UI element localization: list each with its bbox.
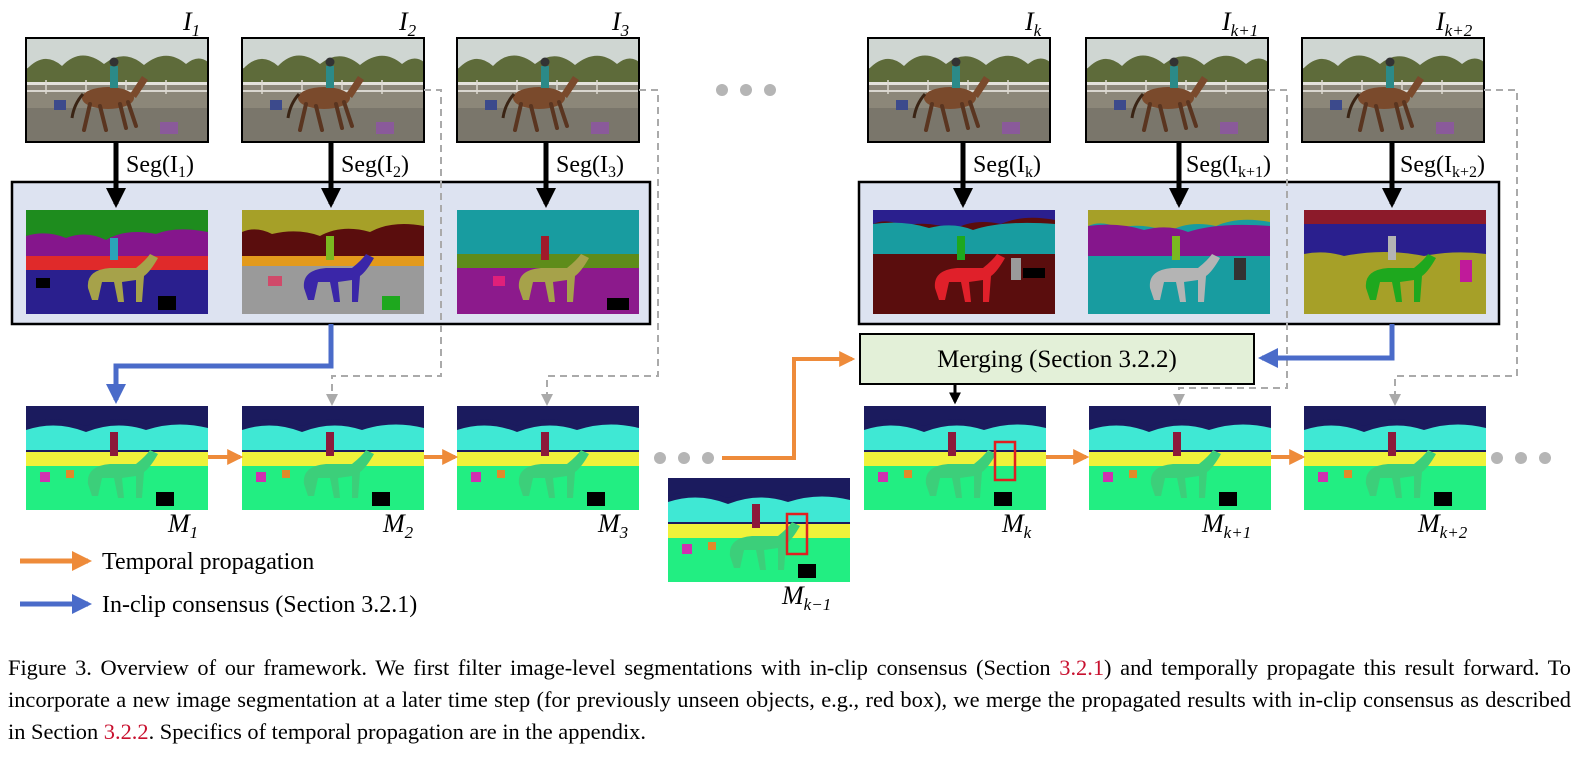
frame-label-ik1: Ik+1 bbox=[1221, 7, 1258, 40]
framework-diagram: I1 I2 I3 Ik Ik+1 Ik+2 Seg(I1) Seg(I2) Se… bbox=[10, 7, 1551, 618]
red-box-mk-1 bbox=[785, 512, 809, 556]
segmentation-map-3 bbox=[457, 210, 639, 314]
mask-mk2 bbox=[1304, 406, 1486, 510]
mask-mk-1 bbox=[668, 478, 850, 582]
mask-label-m1: M1 bbox=[167, 509, 198, 542]
mask-m2 bbox=[242, 406, 424, 510]
mask-label-mk1: Mk+1 bbox=[1201, 509, 1251, 542]
frame-label-ik2: Ik+2 bbox=[1435, 7, 1473, 40]
seg-label-2: Seg(I2) bbox=[341, 152, 409, 181]
mask-label-mk-1: Mk−1 bbox=[781, 581, 831, 614]
segmentation-map-1 bbox=[26, 210, 208, 314]
frame-ik bbox=[866, 36, 1052, 144]
mask-m3 bbox=[457, 406, 639, 510]
frame-label-i2: I2 bbox=[398, 7, 417, 40]
ellipsis-top bbox=[716, 84, 776, 96]
dashed-arrow-i2-to-m2 bbox=[326, 89, 442, 406]
caption-ref-section-3-2-2[interactable]: 3.2.2 bbox=[103, 719, 149, 744]
mask-label-m3: M3 bbox=[597, 509, 628, 542]
frame-i1 bbox=[24, 36, 210, 144]
seg-label-k2: Seg(Ik+2) bbox=[1400, 152, 1485, 181]
ellipsis-mask-end bbox=[1491, 452, 1551, 464]
frame-ik1 bbox=[1084, 36, 1270, 144]
seg-label-1: Seg(I1) bbox=[126, 152, 194, 181]
merging-label: Merging (Section 3.2.2) bbox=[937, 346, 1177, 373]
mask-mk bbox=[864, 406, 1046, 510]
frame-label-i3: I3 bbox=[611, 7, 629, 40]
caption-part-3: . Specifics of temporal propagation are … bbox=[148, 719, 646, 744]
caption-ref-section-3-2-1[interactable]: 3.2.1 bbox=[1059, 655, 1105, 680]
legend-temporal-label: Temporal propagation bbox=[102, 549, 314, 575]
ellipsis-mask-middle bbox=[654, 452, 714, 464]
frame-i2 bbox=[240, 36, 426, 144]
legend-consensus-label: In-clip consensus (Section 3.2.1) bbox=[102, 592, 417, 618]
mask-m1 bbox=[26, 406, 208, 510]
segmentation-map-2 bbox=[242, 210, 424, 314]
seg-label-k1: Seg(Ik+1) bbox=[1186, 152, 1271, 181]
seg-label-k: Seg(Ik) bbox=[973, 152, 1041, 181]
mask-label-m2: M2 bbox=[382, 509, 414, 542]
segmentation-map-k2 bbox=[1304, 210, 1486, 314]
consensus-arrow-left bbox=[106, 324, 334, 404]
mask-label-mk: Mk bbox=[1001, 509, 1032, 542]
segmentation-map-k1 bbox=[1088, 210, 1270, 314]
segmentation-map-k bbox=[873, 210, 1055, 314]
caption-part-2: ) and temporally propagate this result f… bbox=[8, 655, 1571, 744]
frame-i3 bbox=[455, 36, 641, 144]
red-box-mk bbox=[993, 440, 1017, 482]
caption-part-1: Figure 3. Overview of our framework. We … bbox=[8, 655, 1060, 680]
legend: Temporal propagation In-clip consensus (… bbox=[20, 549, 417, 618]
consensus-arrow-right bbox=[1258, 324, 1395, 368]
mask-mk1 bbox=[1089, 406, 1271, 510]
figure-caption: Figure 3. Overview of our framework. We … bbox=[8, 652, 1571, 748]
frame-label-i1: I1 bbox=[182, 7, 200, 40]
propagation-arrow-to-merging bbox=[722, 351, 856, 460]
merging-box bbox=[859, 333, 1255, 385]
dashed-arrow-ik1-to-mk1 bbox=[1173, 89, 1288, 406]
frame-ik2 bbox=[1300, 36, 1486, 144]
dashed-arrow-i3-to-m3 bbox=[541, 89, 659, 406]
mask-label-mk2: Mk+2 bbox=[1417, 509, 1468, 542]
seg-label-3: Seg(I3) bbox=[556, 152, 624, 181]
frame-label-ik: Ik bbox=[1024, 7, 1042, 40]
dashed-arrow-ik2-to-mk2 bbox=[1389, 89, 1518, 406]
